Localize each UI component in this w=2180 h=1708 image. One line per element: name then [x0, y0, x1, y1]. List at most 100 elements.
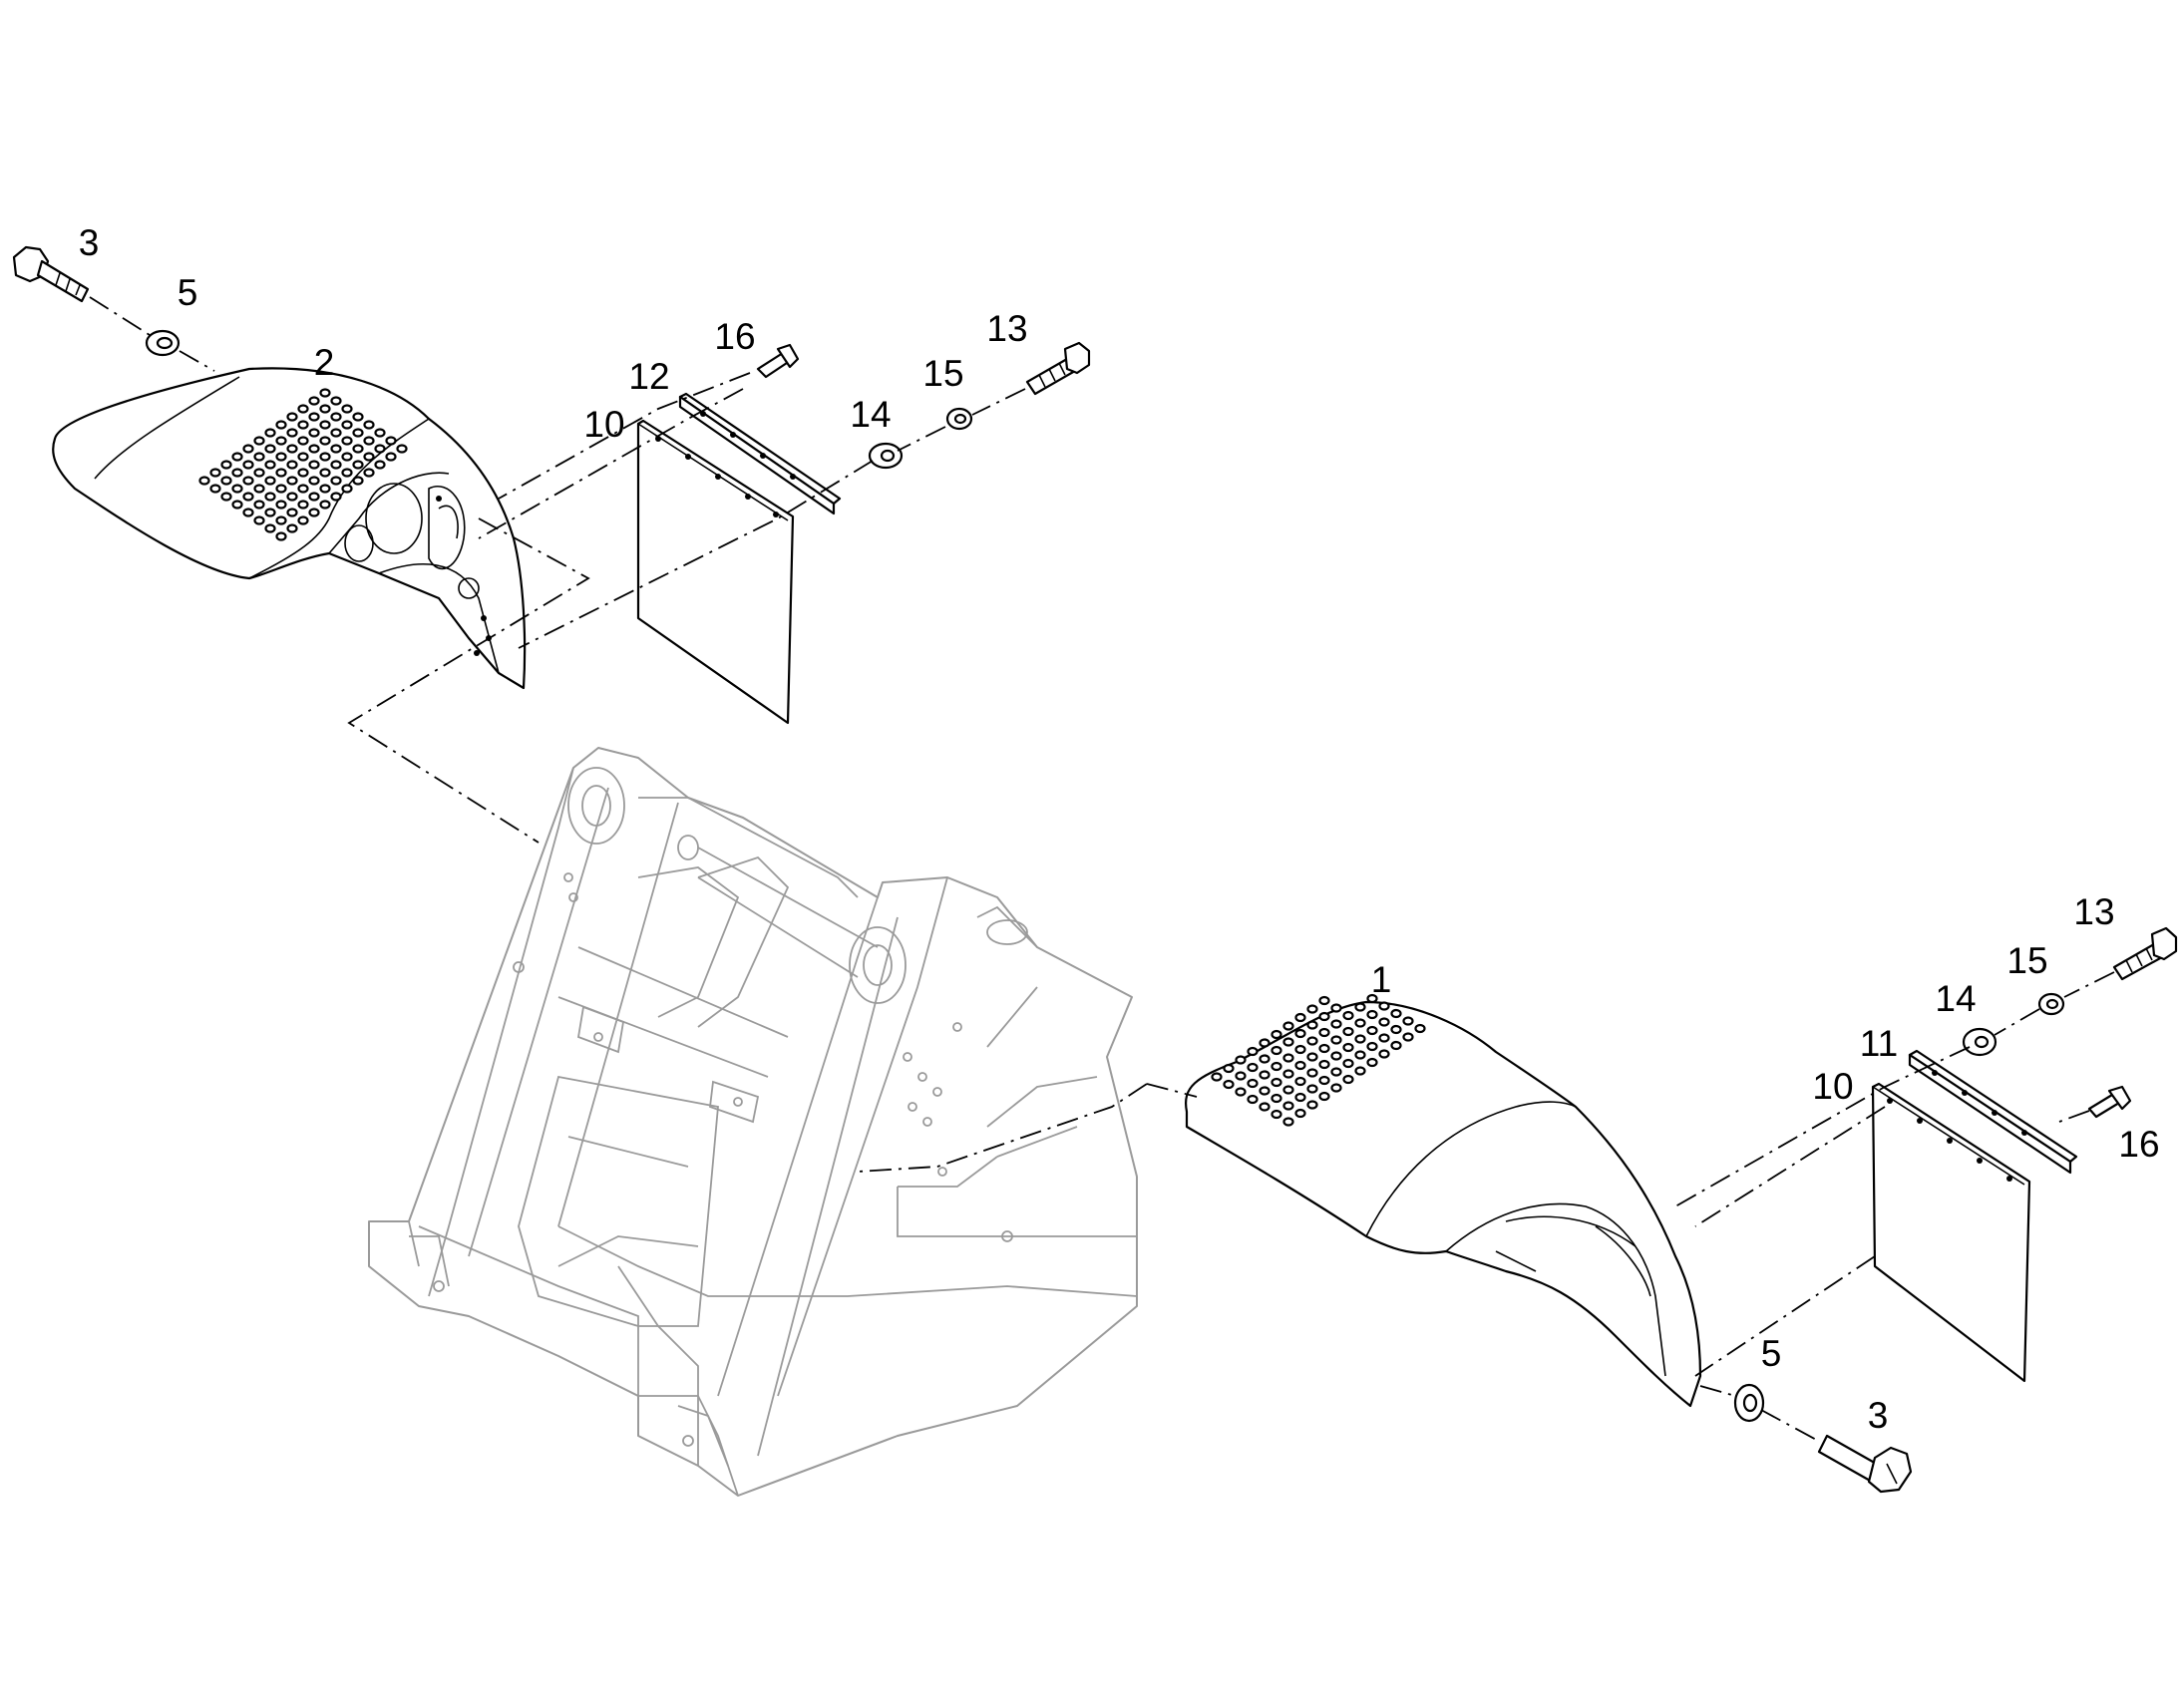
grille-hole: [297, 468, 309, 478]
grille-hole: [1282, 1037, 1294, 1047]
grille-hole: [1247, 1062, 1259, 1073]
grille-hole: [1378, 1001, 1390, 1011]
grille-hole: [1271, 1061, 1282, 1072]
grille-hole: [264, 444, 276, 454]
left-flat-washer: [868, 442, 904, 470]
grille-hole: [1342, 1058, 1354, 1069]
callout-right-10: 10: [1812, 1066, 1853, 1107]
grille-hole: [220, 460, 232, 470]
grille-hole: [1294, 1044, 1306, 1055]
right-lock-washer: [2037, 992, 2065, 1016]
grille-hole: [1282, 1069, 1294, 1079]
callout-right-11: 11: [1860, 1023, 1898, 1064]
grille-hole: [1318, 1011, 1330, 1022]
grille-hole: [1282, 1101, 1294, 1111]
grille-hole: [1330, 1083, 1342, 1093]
callout-right-13: 13: [2073, 891, 2114, 932]
grille-hole: [330, 460, 342, 470]
grille-hole: [275, 500, 287, 510]
grille-hole: [1271, 1029, 1282, 1040]
right-washer: [1733, 1383, 1765, 1423]
left-bolt: [1025, 341, 1091, 396]
grille-hole: [374, 444, 386, 454]
grille-hole: [1342, 1042, 1354, 1053]
grille-hole: [330, 492, 342, 502]
grille-hole: [1330, 1019, 1342, 1029]
callout-right-14: 14: [1935, 978, 1976, 1019]
grille-hole: [242, 460, 254, 470]
callout-left-2: 2: [314, 342, 335, 383]
grille-hole: [1259, 1054, 1271, 1064]
grille-hole: [1414, 1023, 1426, 1034]
grille-hole: [275, 452, 287, 462]
grille-hole: [1402, 1032, 1414, 1042]
grille-hole: [275, 531, 287, 541]
grille-hole: [242, 476, 254, 486]
grille-hole: [1306, 1004, 1318, 1014]
grille-hole: [1378, 1049, 1390, 1059]
grille-hole: [1294, 1108, 1306, 1119]
grille-hole: [286, 476, 298, 486]
grille-hole: [264, 508, 276, 517]
right-fender-grille: [1211, 993, 1426, 1127]
grille-hole: [220, 492, 232, 502]
grille-hole: [308, 476, 320, 486]
grille-hole: [330, 444, 342, 454]
grille-hole: [308, 492, 320, 502]
grille-hole: [352, 412, 364, 422]
grille-hole: [352, 460, 364, 470]
left-washer: [145, 329, 181, 357]
grille-hole: [264, 460, 276, 470]
right-clamp-strip: [1908, 1049, 2078, 1175]
grille-hole: [253, 500, 265, 510]
grille-hole: [1342, 1010, 1354, 1021]
grille-hole: [1294, 1028, 1306, 1039]
grille-hole: [308, 428, 320, 438]
grille-hole: [1271, 1093, 1282, 1104]
grille-hole: [209, 484, 221, 494]
grille-hole: [1354, 1066, 1366, 1076]
grille-hole: [1306, 1036, 1318, 1046]
grille-hole: [1271, 1077, 1282, 1088]
grille-hole: [1235, 1087, 1247, 1097]
grille-hole: [1366, 1057, 1378, 1068]
grille-hole: [330, 428, 342, 438]
grille-hole: [1306, 1068, 1318, 1078]
grille-hole: [341, 452, 353, 462]
grille-hole: [297, 484, 309, 494]
grille-hole: [330, 476, 342, 486]
grille-hole: [1342, 1074, 1354, 1085]
grille-hole: [1354, 1034, 1366, 1044]
grille-hole: [1366, 1041, 1378, 1052]
grille-hole: [374, 460, 386, 470]
grille-hole: [319, 468, 331, 478]
grille-hole: [275, 468, 287, 478]
grille-hole: [1330, 1051, 1342, 1061]
callout-left-16: 16: [714, 316, 755, 357]
grille-hole: [1223, 1079, 1235, 1090]
grille-hole: [1247, 1078, 1259, 1089]
grille-hole: [242, 508, 254, 517]
grille-hole: [264, 523, 276, 533]
grille-hole: [1354, 1018, 1366, 1028]
grille-hole: [297, 420, 309, 430]
grille-hole: [341, 420, 353, 430]
grille-hole: [374, 428, 386, 438]
grille-hole: [220, 476, 232, 486]
grille-hole: [231, 468, 243, 478]
grille-hole: [341, 468, 353, 478]
grille-hole: [253, 452, 265, 462]
grille-hole: [352, 428, 364, 438]
grille-hole: [1271, 1045, 1282, 1056]
left-clamp-strip: [678, 392, 842, 515]
grille-hole: [308, 412, 320, 422]
grille-hole: [1294, 1092, 1306, 1103]
grille-hole: [275, 515, 287, 525]
grille-hole: [396, 444, 408, 454]
grille-hole: [1259, 1086, 1271, 1096]
grille-hole: [1259, 1102, 1271, 1112]
grille-hole: [242, 444, 254, 454]
callout-left-3: 3: [79, 222, 100, 263]
grille-hole: [1318, 1091, 1330, 1102]
